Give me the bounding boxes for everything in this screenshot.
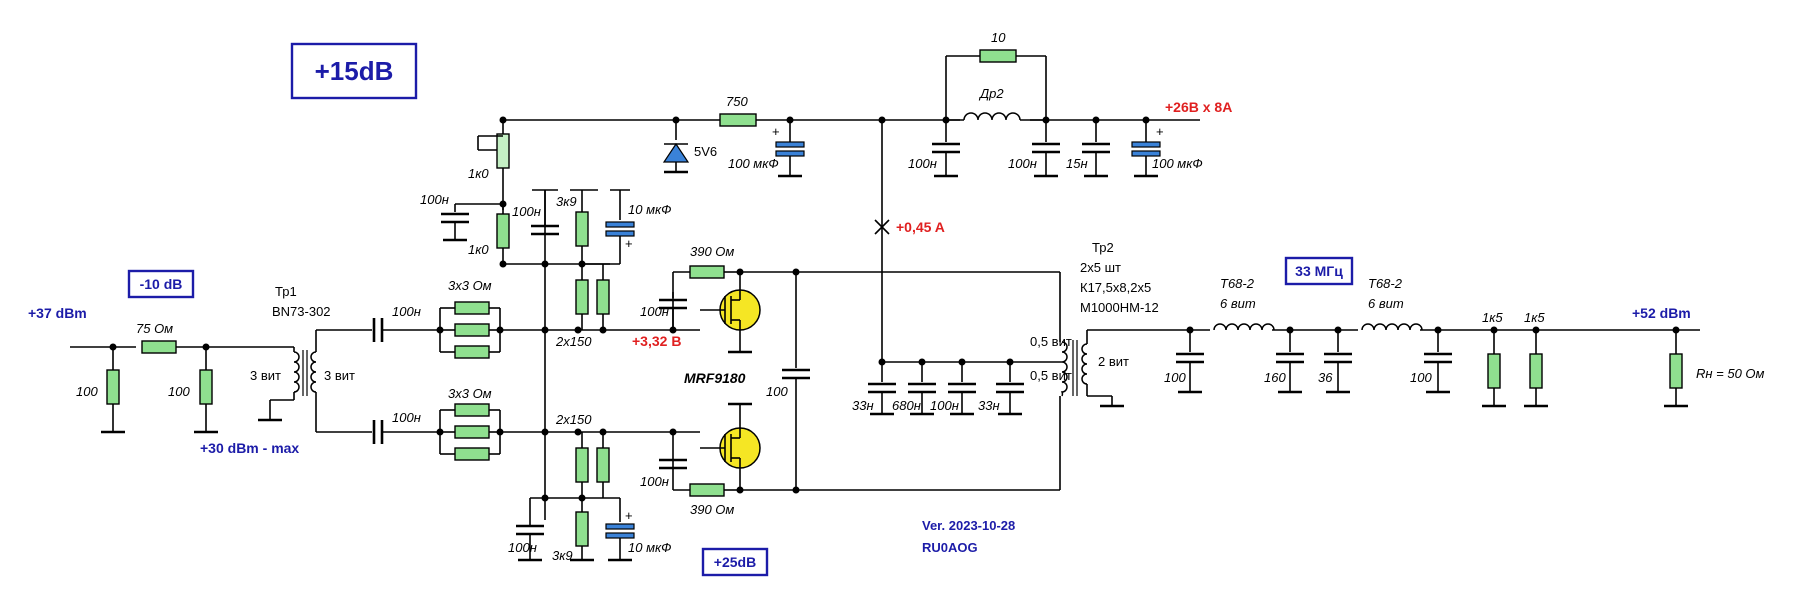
svg-text:100н: 100н <box>640 304 669 319</box>
input-coupling: 100н 100н <box>372 304 440 444</box>
center-feed: 33н 680н 100н 33н <box>852 120 1062 416</box>
supply-rail: 750 10 Др2 <box>499 30 1200 127</box>
svg-text:0,5 вит: 0,5 вит <box>1030 334 1072 349</box>
svg-text:100н: 100н <box>512 204 541 219</box>
svg-text:3к9: 3к9 <box>552 548 573 563</box>
svg-text:160: 160 <box>1264 370 1286 385</box>
svg-text:100н: 100н <box>930 398 959 413</box>
svg-text:100: 100 <box>766 384 788 399</box>
svg-text:390 Ом: 390 Ом <box>690 502 734 517</box>
svg-text:3 вит: 3 вит <box>250 368 281 383</box>
svg-text:Rн = 50 Ом: Rн = 50 Ом <box>1696 366 1765 381</box>
svg-text:10 мкФ: 10 мкФ <box>628 202 671 217</box>
svg-text:5V6: 5V6 <box>694 144 717 159</box>
svg-text:Тр1: Тр1 <box>275 284 297 299</box>
svg-text:75 Ом: 75 Ом <box>136 321 173 336</box>
svg-text:100н: 100н <box>420 192 449 207</box>
svg-text:Тр2: Тр2 <box>1092 240 1114 255</box>
svg-text:100: 100 <box>168 384 190 399</box>
gain-box-input <box>127 269 195 299</box>
svg-text:1к5: 1к5 <box>1482 310 1503 325</box>
svg-text:1к0: 1к0 <box>468 166 489 181</box>
svg-text:100: 100 <box>76 384 98 399</box>
drain-lines: 100 <box>740 268 1061 494</box>
output-power-label: +52 dBm <box>1632 305 1691 321</box>
input-network: 75 Ом 100 100 <box>70 321 294 434</box>
svg-text:1к5: 1к5 <box>1524 310 1545 325</box>
svg-text:750: 750 <box>726 94 748 109</box>
svg-text:100: 100 <box>1410 370 1432 385</box>
top-bias: 100н 3к9 + 10 мкФ 2х150 <box>512 189 671 349</box>
freq-label: 33 МГц <box>1295 263 1343 279</box>
transistor-top: 100н 390 Ом <box>640 244 761 354</box>
svg-text:1к0: 1к0 <box>468 242 489 257</box>
zener-section: 5V6 + 100 мкФ <box>662 120 805 178</box>
input-max-label: +30 dBm - max <box>200 440 299 456</box>
bias-network: 1к0 100н 1к0 <box>420 120 610 520</box>
gain-input-label: -10 dB <box>140 276 183 292</box>
gain-bottom-label: +25dB <box>714 554 756 570</box>
svg-text:100н: 100н <box>640 474 669 489</box>
rail-caps: 100н 100н 15н + 100 мкФ <box>908 120 1203 178</box>
bottom-bias: 2х150 100н 3к9 + 10 мкФ <box>508 412 671 563</box>
svg-text:+: + <box>625 236 633 251</box>
svg-text:К17,5х8,2х5: К17,5х8,2х5 <box>1080 280 1151 295</box>
svg-text:36: 36 <box>1318 370 1333 385</box>
svg-text:6 вит: 6 вит <box>1368 296 1404 311</box>
svg-text:33н: 33н <box>852 398 874 413</box>
svg-text:100н: 100н <box>508 540 537 555</box>
gain-main-label: +15dB <box>315 56 394 86</box>
svg-text:33н: 33н <box>978 398 1000 413</box>
bias-label: +3,32 В <box>632 333 681 349</box>
supply-label: +26В x 8А <box>1165 99 1232 115</box>
transformer-1: Тр1 BN73-302 3 вит 3 вит <box>250 284 372 433</box>
svg-text:100н: 100н <box>1008 156 1037 171</box>
svg-text:М1000НМ-12: М1000НМ-12 <box>1080 300 1159 315</box>
output-filter: T68-2 6 вит T68-2 6 вит 100 160 36 100 1… <box>1164 276 1765 408</box>
svg-text:2х150: 2х150 <box>555 412 592 427</box>
svg-text:2 вит: 2 вит <box>1098 354 1129 369</box>
svg-text:BN73-302: BN73-302 <box>272 304 331 319</box>
resistor-bank-bottom: 3х3 Ом <box>436 386 504 461</box>
svg-text:0,5 вит: 0,5 вит <box>1030 368 1072 383</box>
svg-text:100 мкФ: 100 мкФ <box>728 156 779 171</box>
freq-box <box>1284 256 1354 286</box>
svg-text:100: 100 <box>1164 370 1186 385</box>
svg-text:100н: 100н <box>908 156 937 171</box>
svg-text:2х5 шт: 2х5 шт <box>1080 260 1121 275</box>
svg-text:100 мкФ: 100 мкФ <box>1152 156 1203 171</box>
svg-text:+: + <box>1156 124 1164 139</box>
svg-text:3 вит: 3 вит <box>324 368 355 383</box>
svg-text:100н: 100н <box>392 304 421 319</box>
svg-text:2х150: 2х150 <box>555 334 592 349</box>
svg-text:6 вит: 6 вит <box>1220 296 1256 311</box>
version-label: Ver. 2023-10-28 <box>922 518 1015 533</box>
svg-text:3х3 Ом: 3х3 Ом <box>448 386 492 401</box>
svg-text:+: + <box>625 508 633 523</box>
svg-text:10: 10 <box>991 30 1006 45</box>
svg-text:+: + <box>772 124 780 139</box>
svg-text:100н: 100н <box>392 410 421 425</box>
transistor-bottom: 100н 390 Ом <box>640 402 761 517</box>
author-label: RU0AOG <box>922 540 978 555</box>
input-power-label: +37 dBm <box>28 305 87 321</box>
svg-text:680н: 680н <box>892 398 921 413</box>
current-label: +0,45 A <box>896 219 945 235</box>
svg-text:15н: 15н <box>1066 156 1088 171</box>
svg-text:390 Ом: 390 Ом <box>690 244 734 259</box>
gain-box-bottom <box>701 547 769 577</box>
svg-text:Др2: Др2 <box>978 86 1004 101</box>
svg-text:T68-2: T68-2 <box>1220 276 1255 291</box>
svg-text:3к9: 3к9 <box>556 194 577 209</box>
transistor-label: MRF9180 <box>684 370 746 386</box>
resistor-bank-top: 3х3 Ом <box>436 278 504 359</box>
svg-text:3х3 Ом: 3х3 Ом <box>448 278 492 293</box>
svg-text:T68-2: T68-2 <box>1368 276 1403 291</box>
svg-text:10 мкФ: 10 мкФ <box>628 540 671 555</box>
gain-box-main <box>290 42 418 100</box>
